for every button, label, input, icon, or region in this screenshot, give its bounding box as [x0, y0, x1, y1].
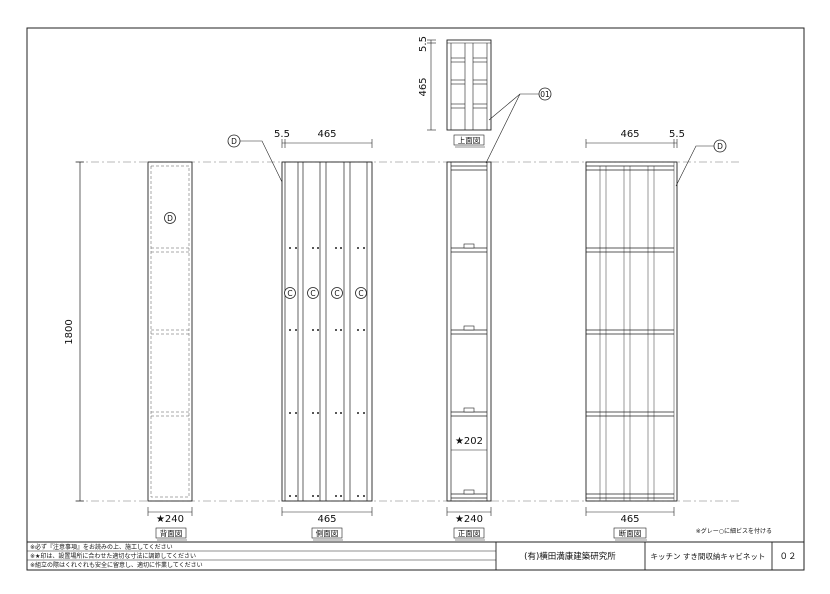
- reference-lines: [75, 161, 740, 502]
- c-marker-2: C: [310, 289, 315, 298]
- top-view-dim-a: 5.5: [418, 36, 429, 52]
- title-block: ※必ず『注意事項』をお読みの上、施工してください ※★印は、設置場所に合わせた適…: [27, 541, 804, 570]
- front-view: ★202 ★240 正面図: [446, 161, 492, 541]
- side-view-c-markers: C C C C: [284, 287, 367, 299]
- note-2: ※★印は、設置場所に合わせた適切な寸法に調節してください: [30, 552, 196, 560]
- sheet-number: ０２: [779, 552, 796, 562]
- back-view: D ★240 背面図: [147, 161, 193, 541]
- company-name: (有)横田満康建築研究所: [524, 551, 616, 562]
- top-view-marker: 01: [540, 90, 550, 99]
- section-view: 465 5.5 D 465 断面図 ※グレー○に細ビスを付ける: [585, 129, 772, 541]
- section-view-dim-a: 465: [620, 129, 639, 140]
- back-view-width: ★240: [156, 514, 184, 525]
- front-view-inner-dim: ★202: [455, 436, 483, 447]
- section-view-marker: D: [717, 142, 723, 151]
- back-view-marker: D: [167, 214, 173, 223]
- side-view-marker: D: [231, 137, 237, 146]
- side-view-title: 側面図: [316, 528, 339, 538]
- back-view-title: 背面図: [160, 528, 183, 538]
- note-3: ※組立の際はくれぐれも安全に留意し、適切に作業してください: [30, 561, 203, 569]
- side-view-dim-b: 465: [317, 129, 336, 140]
- top-view-dim-b: 465: [418, 77, 429, 96]
- side-view-dim-a: 5.5: [274, 129, 290, 140]
- height-dimension: 1800: [64, 161, 84, 502]
- height-dim-text: 1800: [64, 319, 75, 344]
- front-view-width: ★240: [455, 514, 483, 525]
- drawing-title: キッチン すき間収納キャビネット: [651, 551, 766, 561]
- section-view-title: 断面図: [619, 528, 642, 538]
- note-1: ※必ず『注意事項』をお読みの上、施工してください: [30, 543, 173, 551]
- side-view-dim-bottom: 465: [317, 514, 336, 525]
- sheet-border: [26, 27, 805, 571]
- top-view: 5.5 465 01 上面図: [418, 36, 552, 164]
- section-view-dim-b: 5.5: [669, 129, 685, 140]
- section-view-dim-bottom: 465: [620, 514, 639, 525]
- c-marker-1: C: [287, 289, 292, 298]
- c-marker-3: C: [334, 289, 339, 298]
- top-view-title: 上面図: [458, 136, 481, 145]
- side-view: 5.5 465 D C C C C: [227, 129, 373, 541]
- c-marker-4: C: [358, 289, 363, 298]
- front-view-title: 正面図: [458, 529, 481, 538]
- section-view-note: ※グレー○に細ビスを付ける: [696, 527, 772, 535]
